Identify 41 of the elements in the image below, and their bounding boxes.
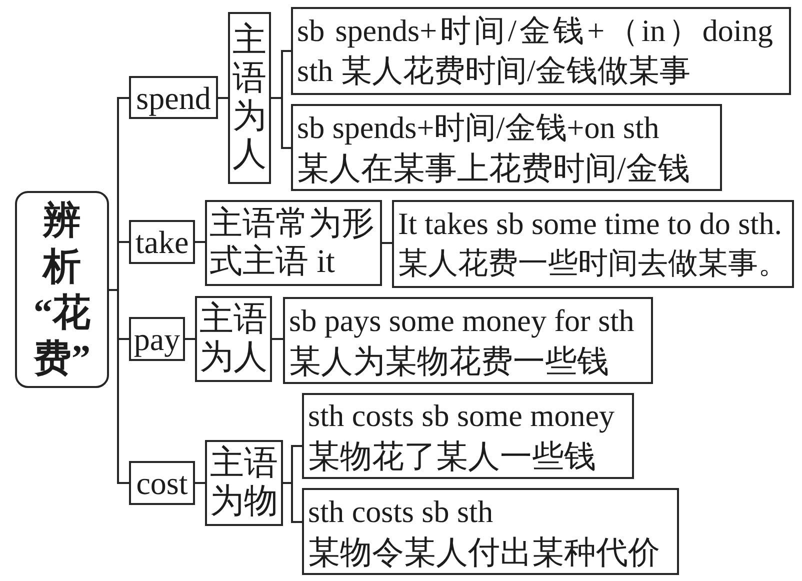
pattern-meaning: 某物令某人付出某种代价 <box>308 532 660 572</box>
pattern-meaning: 某人在某事上花费时间/金钱 <box>297 148 690 188</box>
usage-box <box>283 297 653 384</box>
pattern-meaning: 某物花了某人一些钱 <box>308 437 596 476</box>
usage-pattern: sb pays some money for sth <box>289 302 634 340</box>
subject-note: 主语为人 <box>198 301 268 377</box>
subject-note-box <box>205 200 382 286</box>
usage-pattern: sb spends+时间/金钱+（in）doing sth 某人花费时间/金钱做某事 <box>297 12 773 90</box>
connector-line <box>195 482 205 484</box>
subject-note: 主语为人 <box>231 22 268 174</box>
subject-note: 主语为物 <box>208 445 279 521</box>
usage-pattern: It takes sb some time to do sth. <box>398 205 782 243</box>
usage-pattern: sb spends+时间/金钱+on sth <box>297 108 660 147</box>
connector-line <box>109 289 129 484</box>
connector-line <box>271 97 291 149</box>
connector-line <box>185 338 195 340</box>
connector-line <box>283 482 302 523</box>
topic-box <box>15 191 109 388</box>
subject-note-box <box>228 12 271 184</box>
verb-box <box>129 220 195 264</box>
usage-box <box>302 393 634 479</box>
connector-line <box>382 242 392 244</box>
connector-line <box>272 338 283 340</box>
verb-box <box>129 461 195 505</box>
pattern-meaning: 某人为某物花费一些钱 <box>289 342 609 380</box>
connector-line <box>195 241 205 243</box>
connector-line <box>218 97 228 99</box>
verb-label: spend <box>136 80 211 116</box>
usage-box <box>291 104 722 191</box>
usage-pattern: sth costs sb sth <box>308 492 494 530</box>
subject-note: 主语常为形式主语 it <box>209 205 376 281</box>
verb-label: take <box>135 224 189 260</box>
usage-pattern: sth costs sb some money <box>308 397 615 435</box>
usage-box <box>291 7 791 95</box>
usage-box <box>392 200 794 288</box>
usage-box <box>302 488 679 575</box>
verb-label: cost <box>136 465 188 501</box>
verb-label: pay <box>134 321 180 357</box>
topic-title: 辨析“花费” <box>34 198 90 382</box>
pattern-meaning: 某人花费一些时间去做某事。 <box>398 246 788 282</box>
verb-box <box>129 76 218 119</box>
